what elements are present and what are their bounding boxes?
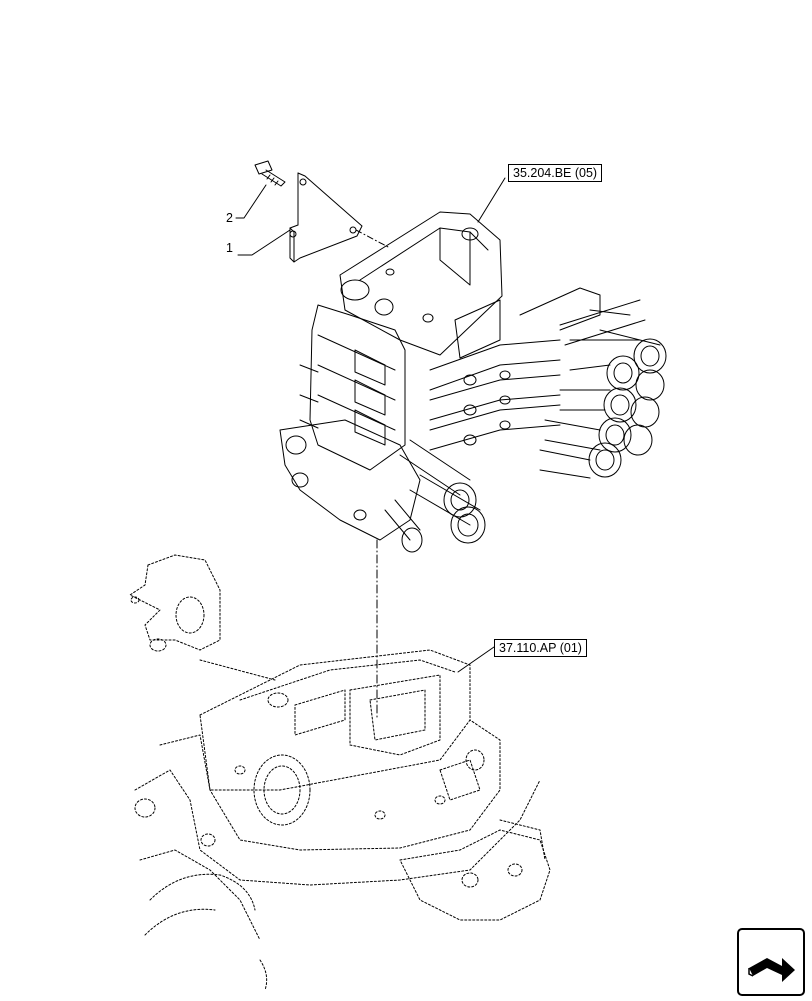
leader-line-valve-ref — [477, 177, 506, 223]
assembly-line-bracket — [355, 229, 391, 249]
leader-line-transmission-ref — [457, 646, 495, 673]
bolt-part — [254, 160, 286, 187]
part-number-bolt: 2 — [226, 211, 233, 225]
bracket-part — [289, 172, 363, 263]
control-valve-assembly — [279, 211, 667, 553]
leader-line-bolt — [235, 184, 267, 219]
part-number-bracket: 1 — [226, 241, 233, 255]
transmission-reference-callout[interactable]: 37.110.AP (01) — [494, 639, 587, 657]
transmission-housing — [129, 554, 551, 991]
leader-line-bracket — [237, 229, 291, 256]
next-page-arrow-icon[interactable] — [737, 928, 805, 996]
valve-reference-callout[interactable]: 35.204.BE (05) — [508, 164, 603, 182]
